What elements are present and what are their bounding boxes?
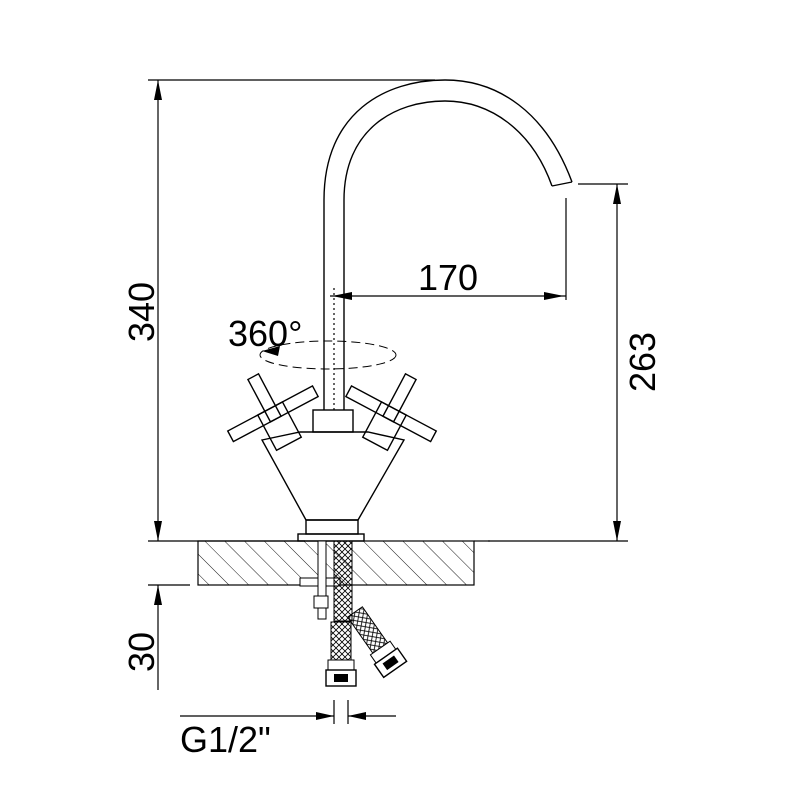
rotation-label: 360°: [228, 313, 302, 354]
dimension-total-height: 340: [121, 79, 435, 542]
dimension-label-30: 30: [121, 632, 162, 672]
left-cross-handle: [226, 372, 320, 452]
right-cross-handle: [344, 372, 438, 452]
dimension-spout-reach: 170: [330, 198, 567, 300]
thread-label: G1/2": [180, 719, 271, 760]
faucet-spout: [323, 79, 573, 410]
dimension-below-deck: 30: [121, 585, 162, 690]
mounting-hardware: [299, 540, 408, 687]
dimension-thread: G1/2": [180, 700, 396, 760]
dimension-label-170: 170: [418, 257, 478, 298]
dimension-spout-height: 263: [488, 183, 663, 542]
arrowhead-bottom: [154, 521, 162, 541]
faucet-body: [260, 409, 406, 542]
dimension-label-263: 263: [622, 332, 663, 392]
arrowhead-top: [154, 80, 162, 100]
rotation-indicator: 360°: [228, 313, 397, 370]
dimension-label-340: 340: [121, 282, 162, 342]
